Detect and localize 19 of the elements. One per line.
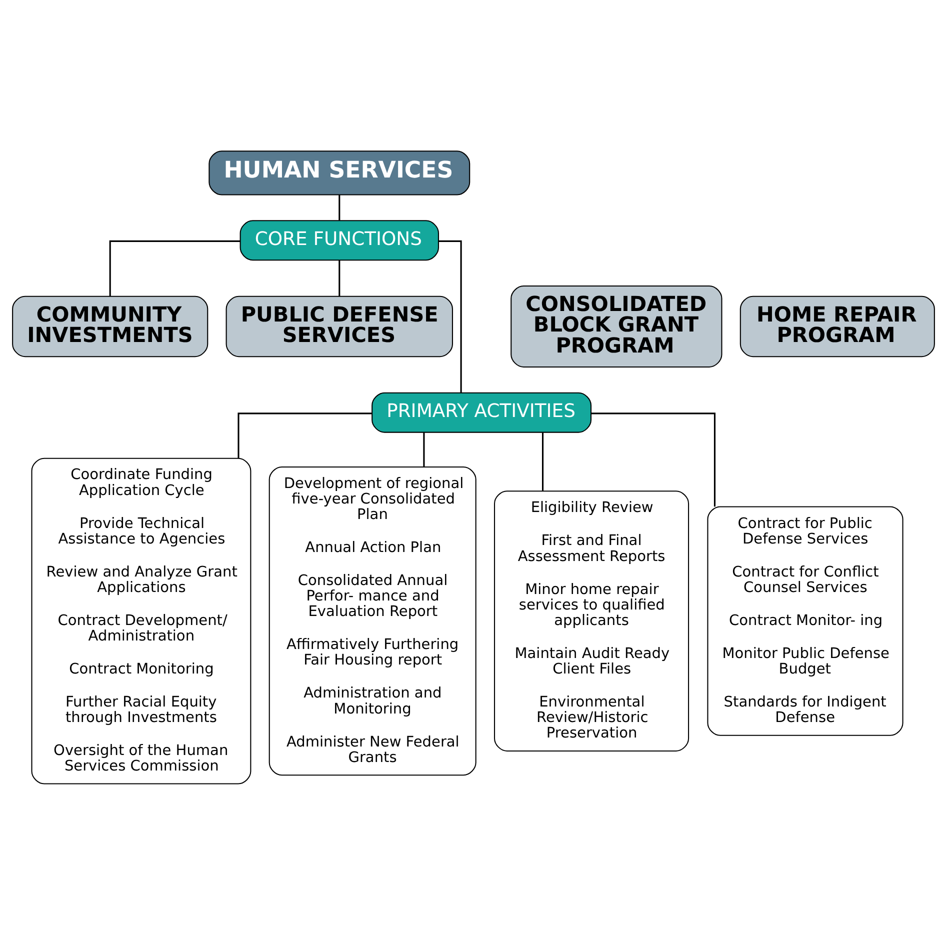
connector [542,432,544,491]
connector [338,194,340,220]
node-box: PUBLIC DEFENSE SERVICES [226,295,453,357]
connector [438,240,462,392]
node-box: Eligibility Review First and Final Assessment Reports Minor home repair services to qualified applicants Maintain Audit Ready Client Files Environmental Review/Historic Preservation [494,490,690,751]
node-box: COMMUNITY INVESTMENTS [12,295,208,357]
connector [338,260,340,296]
connector [591,412,716,506]
node-box: HOME REPAIR PROGRAM [740,295,935,357]
node-box: CONSOLIDATED BLOCK GRANT PROGRAM [510,285,722,367]
connector [423,432,425,466]
node-box: HUMAN SERVICES [208,150,470,195]
connector [109,240,240,296]
node-box: PRIMARY ACTIVITIES [372,392,592,432]
node-box: Contract for Public Defense Services Contract for Conflict Counsel Services Contract Monitor- ing Monitor Public Defense Budget Standards for Indigent Defense [707,506,904,736]
node-box: CORE FUNCTIONS [240,220,439,260]
node-box: Development of regional five-year Consolidated Plan Annual Action Plan Consolidated Annual Perfor- mance and Evaluation Report Affirmatively Furthering Fair Housing report Administration and Monitoring Administer New Federal Grants [268,466,476,776]
node-box: Coordinate Funding Application Cycle Provide Technical Assistance to Agencies Review and Analyze Grant Applications Contract Development/ Administration Contract Monitoring Further Racial Equity through Investments Oversight of the Human Services Commission [31,457,252,784]
connector [238,412,372,458]
